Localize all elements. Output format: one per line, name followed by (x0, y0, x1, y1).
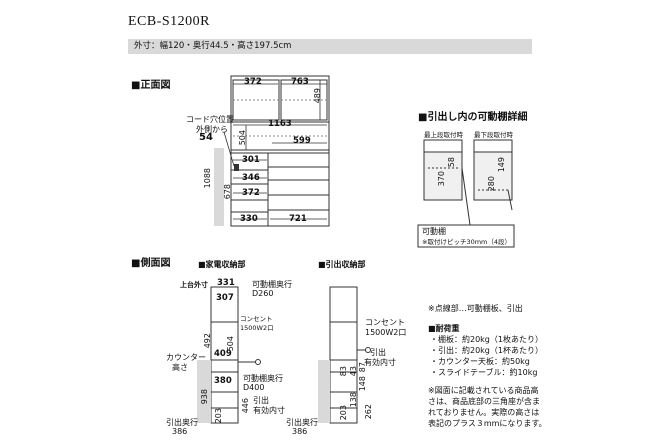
drawer-side-outline (329, 286, 358, 424)
side-dim-380: 380 (214, 376, 232, 386)
dr-dim-386: 386 (292, 427, 308, 436)
shelf-depth-label: 可動棚奥行 (252, 280, 292, 289)
outlet-rating: 1500W2口 (240, 324, 274, 332)
shelf-depth-value: D260 (252, 289, 274, 298)
dr-dim-83: 83 (339, 366, 348, 377)
disclaimer-4: 表記のプラス３mmになります。 (428, 419, 547, 428)
side-dim-446: 446 (241, 398, 250, 414)
front-cabinet (230, 75, 330, 227)
dr-inner-label: 引出 (370, 348, 386, 357)
load-item-3: ・カウンター天板：約50kg (430, 357, 530, 366)
detail-dim-58: 58 (447, 157, 456, 168)
front-dim-1088: 1088 (203, 168, 212, 189)
cord-leader-line (223, 131, 235, 167)
dr-dim-43: 43 (349, 366, 358, 377)
front-dim-489: 489 (313, 88, 322, 104)
load-item-1: ・棚板：約20kg（1枚あたり） (430, 335, 543, 344)
dr-dim-87: 87 (358, 362, 367, 373)
front-dim-678: 678 (223, 184, 232, 200)
front-dim-721: 721 (289, 214, 307, 224)
cord-label-1: コード穴位置 (186, 115, 234, 124)
model-title: ECB-S1200R (128, 14, 211, 29)
spec-bar: 外寸：幅120・奥行44.5・高さ197.5cm (128, 39, 532, 54)
drawer-heading: ■引出収納部 (318, 260, 366, 269)
side-appliance (210, 286, 239, 424)
dotted-note: ※点線部…可動棚板、引出 (428, 304, 523, 313)
front-view-heading: ■正面図 (131, 80, 171, 91)
spec-text: 外寸：幅120・奥行44.5・高さ197.5cm (134, 41, 292, 51)
counter-label-2: 高さ (172, 363, 188, 372)
side-dim-331: 331 (217, 278, 235, 288)
side-drawer (329, 286, 358, 424)
drawer-detail-boxes (417, 139, 515, 248)
shelf-label: 可動棚 (422, 227, 446, 236)
detail-dim-149: 149 (497, 157, 506, 173)
side-dim-203: 203 (214, 408, 223, 424)
dr-outlet-rating: 1500W2口 (365, 328, 407, 337)
side-dim-492: 492 (203, 333, 212, 349)
appliance-heading: ■家電収納部 (198, 260, 246, 269)
load-item-2: ・引出：約20kg（1杯あたり） (430, 346, 543, 355)
drawer-detail-heading: ■引出し内の可動棚詳細 (418, 112, 528, 123)
front-dim-54: 54 (199, 132, 213, 143)
front-dim-330: 330 (240, 214, 258, 224)
detail-top-label: 最上段取付時 (424, 131, 463, 139)
side-view-heading: ■側面図 (131, 258, 171, 269)
detail-dim-370: 370 (437, 171, 446, 187)
dr-inner-label-2: 有効内寸 (364, 358, 396, 367)
load-item-4: ・スライドテーブル：約10kg (430, 368, 538, 377)
dr-outlet-label: コンセント (365, 318, 405, 327)
outlet-label: コンセント (240, 315, 273, 323)
load-heading: ■耐荷重 (428, 324, 460, 333)
drawer-back-label: 引出奥行 (166, 418, 198, 427)
front-dim-763: 763 (291, 77, 309, 87)
side-dim-307: 307 (216, 293, 234, 303)
cord-label-2: 外側から (196, 125, 228, 134)
shelf-note: ※取付けピッチ30mm（4段） (422, 238, 512, 246)
drawer-inner-label-2: 有効内寸 (253, 406, 285, 415)
disclaimer-1: ※図面に記載されている商品高 (428, 386, 539, 395)
dr-dim-148: 148 (358, 376, 367, 392)
top-depth-label: 上台外寸 (180, 281, 208, 289)
front-dim-301: 301 (242, 155, 260, 165)
side-dim-938: 938 (200, 389, 209, 405)
disclaimer-2: さは、商品底部の三角座が含ま (428, 397, 540, 406)
side-outline (210, 286, 239, 424)
front-dim-1163: 1163 (268, 119, 292, 129)
side-outlet-plug (255, 359, 261, 365)
side-dim-386: 386 (172, 427, 188, 436)
front-outlet-marker (234, 164, 239, 171)
front-dim-372-low: 372 (242, 188, 260, 198)
detail-dim-280: 280 (487, 176, 496, 192)
disclaimer-3: れておりません。実際の高さは (428, 408, 540, 417)
front-dim-599: 599 (293, 136, 311, 146)
drawer-inner-label: 引出 (253, 396, 269, 405)
shelf-label-box (417, 224, 515, 248)
drawer-wall-block (318, 360, 330, 423)
front-dim-372-top: 372 (244, 77, 262, 87)
counter-label: カウンター (166, 353, 206, 362)
drawer-depth-value: D400 (243, 383, 265, 392)
front-dotted-shelves (233, 99, 327, 137)
drawer-depth-label: 可動棚奥行 (243, 374, 283, 383)
front-wall-block (214, 148, 224, 226)
dr-dim-203: 203 (339, 405, 348, 421)
dr-back-label: 引出奥行 (286, 418, 318, 427)
front-dim-346: 346 (242, 173, 260, 183)
dr-dim-138: 138 (349, 392, 358, 408)
side-dim-409: 409 (214, 349, 232, 359)
dr-dim-262: 262 (364, 404, 373, 420)
front-dimension-lines (221, 80, 327, 226)
side-wall-block (197, 360, 211, 423)
front-dim-504: 504 (238, 130, 247, 146)
detail-bottom-label: 最下段取付時 (474, 131, 513, 139)
